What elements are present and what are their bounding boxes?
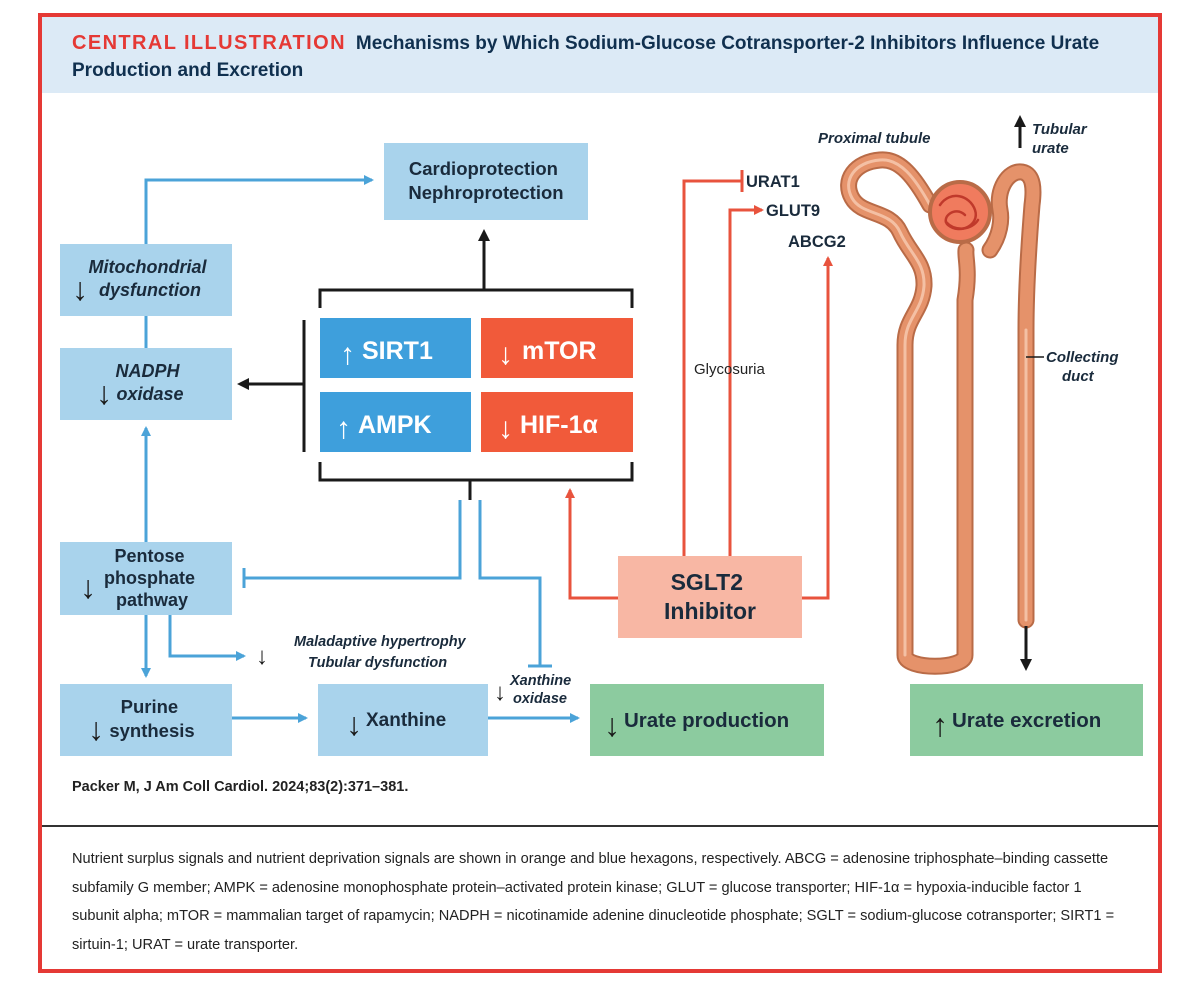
purine-down-arrow: ↓ xyxy=(88,711,104,747)
tubular-urate-label-2: urate xyxy=(1032,140,1069,157)
box-xanthine xyxy=(318,684,488,756)
mtor-down-arrow: ↓ xyxy=(498,338,513,371)
urate-prod-down-arrow: ↓ xyxy=(604,707,620,743)
tubular-dysfunction-label: Tubular dysfunction xyxy=(308,655,447,671)
mito-label-2: dysfunction xyxy=(99,280,201,300)
arrow-sglt2-to-hexagons xyxy=(565,488,618,600)
box-purine xyxy=(60,684,232,756)
svg-text:SGLT2 Inhibitor: SGLT2 Inhibitor xyxy=(664,569,756,624)
pentose-label-2: phosphate xyxy=(104,568,195,588)
box-mito xyxy=(60,244,232,316)
mito-label-1: Mitochondrial xyxy=(88,257,207,277)
cardio-label: Cardioprotection xyxy=(409,158,558,179)
nadph-label-2: oxidase xyxy=(116,384,183,404)
divider xyxy=(42,825,1158,827)
urate-excr-up-arrow: ↑ xyxy=(932,707,948,743)
box-urate-production xyxy=(590,684,824,756)
svg-text:Pentose phosphate path: Pentose phosphate pathway xyxy=(104,546,200,610)
svg-text:Mitochondrial dysfunction: Mitochondrial dysfunction xyxy=(88,257,211,300)
sglt2-label-2: Inhibitor xyxy=(664,598,756,624)
nadph-down-arrow: ↓ xyxy=(96,375,112,411)
bracket-top xyxy=(318,288,634,308)
pentose-label-3: pathway xyxy=(116,590,188,610)
collecting-duct-label-2: duct xyxy=(1062,368,1095,385)
title-text: Mechanisms by Which Sodium-Glucose Cotra… xyxy=(72,33,1100,81)
tubular-urate-label-1: Tubular xyxy=(1032,121,1088,138)
svg-text:Maladaptive hypertrophy Tu: Maladaptive hypertrophy Tubular dysfunct… xyxy=(294,634,470,671)
maladaptive-down-arrow: ↓ xyxy=(256,643,268,670)
svg-text:Tubular urate: Tubular urate xyxy=(1032,121,1091,157)
svg-text:Cardioprotection Nephropro: Cardioprotection Nephroprotection xyxy=(408,158,563,203)
svg-text:Xanthine oxidase: Xanthine oxidase xyxy=(509,673,575,707)
figure-frame xyxy=(38,13,1162,973)
glut9-label: GLUT9 xyxy=(766,202,820,220)
inhibit-line-pentose xyxy=(244,500,462,580)
title-lead: CENTRAL ILLUSTRATION xyxy=(72,32,346,54)
urat1-label: URAT1 xyxy=(746,173,800,191)
ampk-label: AMPK xyxy=(358,411,432,439)
hif-label: HIF-1α xyxy=(520,411,599,439)
purine-label-1: Purine xyxy=(121,696,179,717)
mtor-label: mTOR xyxy=(522,337,597,365)
svg-text:NADPH oxidase: NADPH oxidase xyxy=(115,361,184,404)
abcg2-label: ABCG2 xyxy=(788,233,846,251)
mito-down-arrow: ↓ xyxy=(72,271,88,307)
pentose-label-1: Pentose xyxy=(114,546,184,566)
signal-hif xyxy=(481,392,633,452)
box-urate-excretion xyxy=(910,684,1143,756)
urate-excretion-label: Urate excretion xyxy=(952,709,1101,732)
xo-label-1: Xanthine xyxy=(509,673,571,689)
sirt1-up-arrow: ↑ xyxy=(340,338,355,371)
xo-down-arrow: ↓ xyxy=(494,679,506,706)
maladaptive-label: Maladaptive hypertrophy xyxy=(294,634,467,650)
inhibit-line-xanthine-oxidase xyxy=(478,500,542,666)
signal-mtor xyxy=(481,318,633,378)
arrow-sglt2-to-abcg2 xyxy=(802,256,833,600)
svg-text:Collecting duct: Collecting duct xyxy=(1046,349,1123,385)
sirt1-label: SIRT1 xyxy=(362,337,433,365)
svg-text:Purine synthesis: Purine synthesis xyxy=(109,696,194,741)
bracket-bottom xyxy=(318,462,634,482)
figure-header xyxy=(42,17,1158,93)
signal-sirt1 xyxy=(320,318,471,378)
glycosuria-label: Glycosuria xyxy=(694,361,766,378)
arrow-glycosuria-to-glut9 xyxy=(728,205,764,556)
box-cardio-nephro xyxy=(384,143,588,220)
xanthine-label: Xanthine xyxy=(366,710,446,731)
collecting-duct-label-1: Collecting xyxy=(1046,349,1119,366)
box-nadph xyxy=(60,348,232,420)
citation: Packer M, J Am Coll Cardiol. 2024;83(2):… xyxy=(72,779,409,795)
hif-down-arrow: ↓ xyxy=(498,412,513,445)
proximal-tubule-label: Proximal tubule xyxy=(818,130,931,147)
nephro-label: Nephroprotection xyxy=(408,182,563,203)
sglt2-label-1: SGLT2 xyxy=(671,569,743,595)
nephron-illustration xyxy=(840,151,1042,675)
pentose-down-arrow: ↓ xyxy=(80,569,96,605)
xo-label-2: oxidase xyxy=(513,691,567,707)
arrow-pentose-to-maladaptive xyxy=(168,615,246,661)
ampk-up-arrow: ↑ xyxy=(336,412,351,445)
purine-label-2: synthesis xyxy=(109,720,194,741)
urate-production-label: Urate production xyxy=(624,709,789,732)
inhibit-line-urat1 xyxy=(682,179,742,556)
figure-caption: Nutrient surplus signals and nutrient de… xyxy=(72,851,1115,953)
nadph-label-1: NADPH xyxy=(115,361,180,381)
arrow-mito-to-cardio xyxy=(144,175,374,244)
xanthine-down-arrow: ↓ xyxy=(346,706,362,742)
signal-ampk xyxy=(320,392,471,452)
box-pentose xyxy=(60,542,232,615)
box-sglt2 xyxy=(618,556,802,638)
